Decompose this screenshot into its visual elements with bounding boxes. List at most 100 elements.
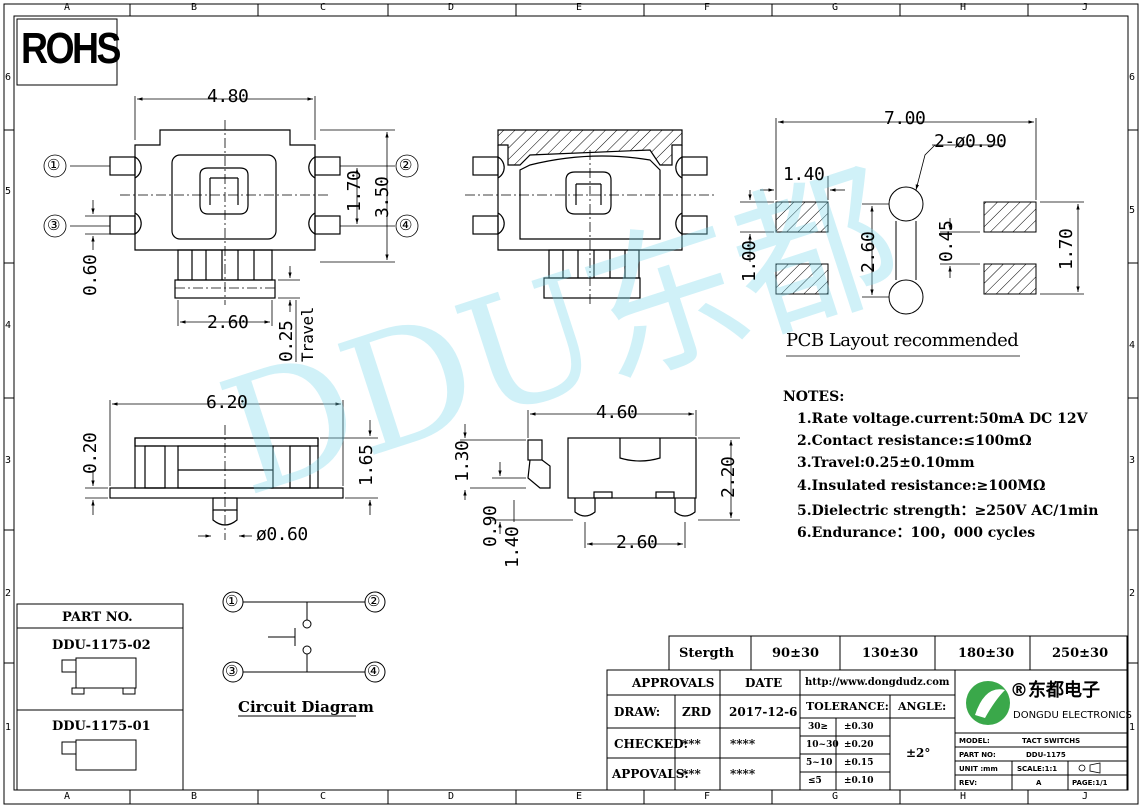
rohs-mark: ROHS bbox=[21, 24, 121, 73]
circuit-pin-4: ④ bbox=[367, 662, 381, 680]
row-label: 4 bbox=[1129, 340, 1136, 351]
part-item: DDU-1175-02 bbox=[52, 638, 151, 653]
col-label: H bbox=[960, 791, 967, 802]
tb-draw-name: ZRD bbox=[682, 705, 712, 719]
tb-model-label: MODEL: bbox=[959, 737, 990, 745]
col-label: C bbox=[320, 791, 327, 802]
tb-appovals-name: *** bbox=[682, 767, 701, 781]
tb-angle-value: ±2° bbox=[906, 746, 931, 760]
tb-tol-range: 30≥ bbox=[808, 722, 829, 732]
pcb-width: 7.00 bbox=[884, 108, 926, 129]
side-h4: 1.40 bbox=[502, 526, 523, 568]
row-label: 1 bbox=[1129, 722, 1136, 733]
tb-page: PAGE:1/1 bbox=[1072, 779, 1108, 787]
pcb-pad-height: 1.00 bbox=[739, 240, 760, 282]
tb-tol-range: ≤5 bbox=[808, 776, 822, 786]
row-label: 6 bbox=[1129, 72, 1136, 83]
pin-4-label: ④ bbox=[399, 216, 413, 234]
tb-checked-name: *** bbox=[682, 737, 701, 751]
projection-symbol bbox=[1078, 762, 1101, 774]
col-label: A bbox=[64, 2, 71, 13]
tb-tol-value: ±0.10 bbox=[844, 776, 874, 786]
circuit-diagram bbox=[222, 591, 386, 717]
pcb-pad-width: 1.40 bbox=[783, 164, 825, 185]
circuit-pin-2: ② bbox=[367, 592, 381, 610]
note-item: 6.Endurance：100，000 cycles bbox=[797, 525, 1036, 541]
tb-partno-label: PART NO: bbox=[959, 751, 996, 759]
col-label: E bbox=[576, 2, 583, 13]
tb-draw-date: 2017-12-6 bbox=[729, 705, 798, 719]
tb-tol-value: ±0.15 bbox=[844, 758, 874, 768]
part-number-box bbox=[16, 603, 184, 791]
tb-rev: A bbox=[1036, 779, 1042, 787]
side-h2: 2.20 bbox=[718, 456, 739, 498]
row-label: 3 bbox=[1129, 455, 1136, 466]
dim-height-a: 1.70 bbox=[344, 170, 365, 212]
tb-url: http://www.dongdudz.com bbox=[805, 677, 950, 688]
side-h1: 1.30 bbox=[452, 440, 473, 482]
tb-unit: UNIT :mm bbox=[959, 765, 998, 773]
col-label: G bbox=[832, 2, 839, 13]
pcb-hole: 2-ø0.90 bbox=[934, 131, 1007, 152]
pcb-offset: 0.45 bbox=[936, 220, 957, 262]
col-label: J bbox=[1082, 791, 1089, 802]
pin-2-label: ② bbox=[399, 156, 413, 174]
circuit-pin-1: ① bbox=[225, 592, 239, 610]
tb-appovals-date: **** bbox=[730, 767, 756, 781]
pin-1-label: ① bbox=[47, 156, 61, 174]
title-block bbox=[606, 635, 1128, 791]
col-label: B bbox=[191, 2, 198, 13]
tb-tol-range: 10~30 bbox=[806, 740, 839, 750]
circuit-pin-3: ③ bbox=[225, 662, 239, 680]
rohs-box bbox=[16, 18, 118, 86]
dim-travel: 0.25 bbox=[276, 320, 297, 362]
side-stem: 2.60 bbox=[616, 532, 658, 553]
pcb-pitch: 2.60 bbox=[858, 231, 879, 273]
circuit-title: Circuit Diagram bbox=[238, 698, 374, 716]
row-label: 5 bbox=[1129, 205, 1136, 216]
side-h3: 0.90 bbox=[480, 505, 501, 547]
tb-angle: ANGLE: bbox=[898, 700, 947, 713]
notes-title: NOTES: bbox=[783, 389, 845, 405]
tb-checked: CHECKED: bbox=[614, 737, 688, 751]
top-view bbox=[109, 129, 341, 299]
travel-label: Travel bbox=[298, 307, 317, 362]
tb-tol-value: ±0.20 bbox=[844, 740, 874, 750]
tb-rev-label: REV: bbox=[959, 779, 978, 787]
tb-date: DATE bbox=[745, 676, 783, 690]
col-label: D bbox=[448, 791, 455, 802]
row-label: 5 bbox=[5, 186, 12, 197]
part-title: PART NO. bbox=[62, 610, 133, 625]
col-label: G bbox=[832, 791, 839, 802]
tb-partno: DDU-1175 bbox=[1026, 751, 1066, 759]
tb-company-en: DONGDU ELECTRONICS bbox=[1013, 710, 1132, 721]
row-label: 6 bbox=[5, 72, 12, 83]
dim-pin-gap: 0.60 bbox=[80, 254, 101, 296]
strength-value: 90±30 bbox=[772, 646, 820, 661]
pcb-height: 1.70 bbox=[1056, 228, 1077, 270]
side-view bbox=[527, 437, 697, 517]
pin-3-label: ③ bbox=[47, 216, 61, 234]
front-height: 1.65 bbox=[356, 444, 377, 486]
note-item: 2.Contact resistance:≤100mΩ bbox=[797, 433, 1032, 449]
row-label: 3 bbox=[5, 455, 12, 466]
pcb-dims bbox=[740, 118, 1084, 357]
note-item: 4.Insulated resistance:≥100MΩ bbox=[797, 478, 1046, 494]
part-item: DDU-1175-01 bbox=[52, 719, 151, 734]
dim-width: 4.80 bbox=[207, 86, 249, 107]
side-width: 4.60 bbox=[596, 402, 638, 423]
tb-appovals: APPOVALS: bbox=[612, 767, 689, 781]
note-item: 5.Dielectric strength：≥250V AC/1min bbox=[797, 503, 1099, 519]
row-label: 4 bbox=[5, 320, 12, 331]
col-label: C bbox=[320, 2, 327, 13]
row-label: 2 bbox=[5, 588, 12, 599]
strength-value: 250±30 bbox=[1052, 646, 1109, 661]
col-label: F bbox=[704, 791, 711, 802]
strength-label: Stergth bbox=[679, 646, 735, 661]
tb-tolerance: TOLERANCE: bbox=[806, 700, 889, 713]
row-label: 1 bbox=[5, 722, 12, 733]
top-view-dims bbox=[43, 96, 419, 362]
col-label: E bbox=[576, 791, 583, 802]
front-peg: ø0.60 bbox=[256, 524, 308, 545]
